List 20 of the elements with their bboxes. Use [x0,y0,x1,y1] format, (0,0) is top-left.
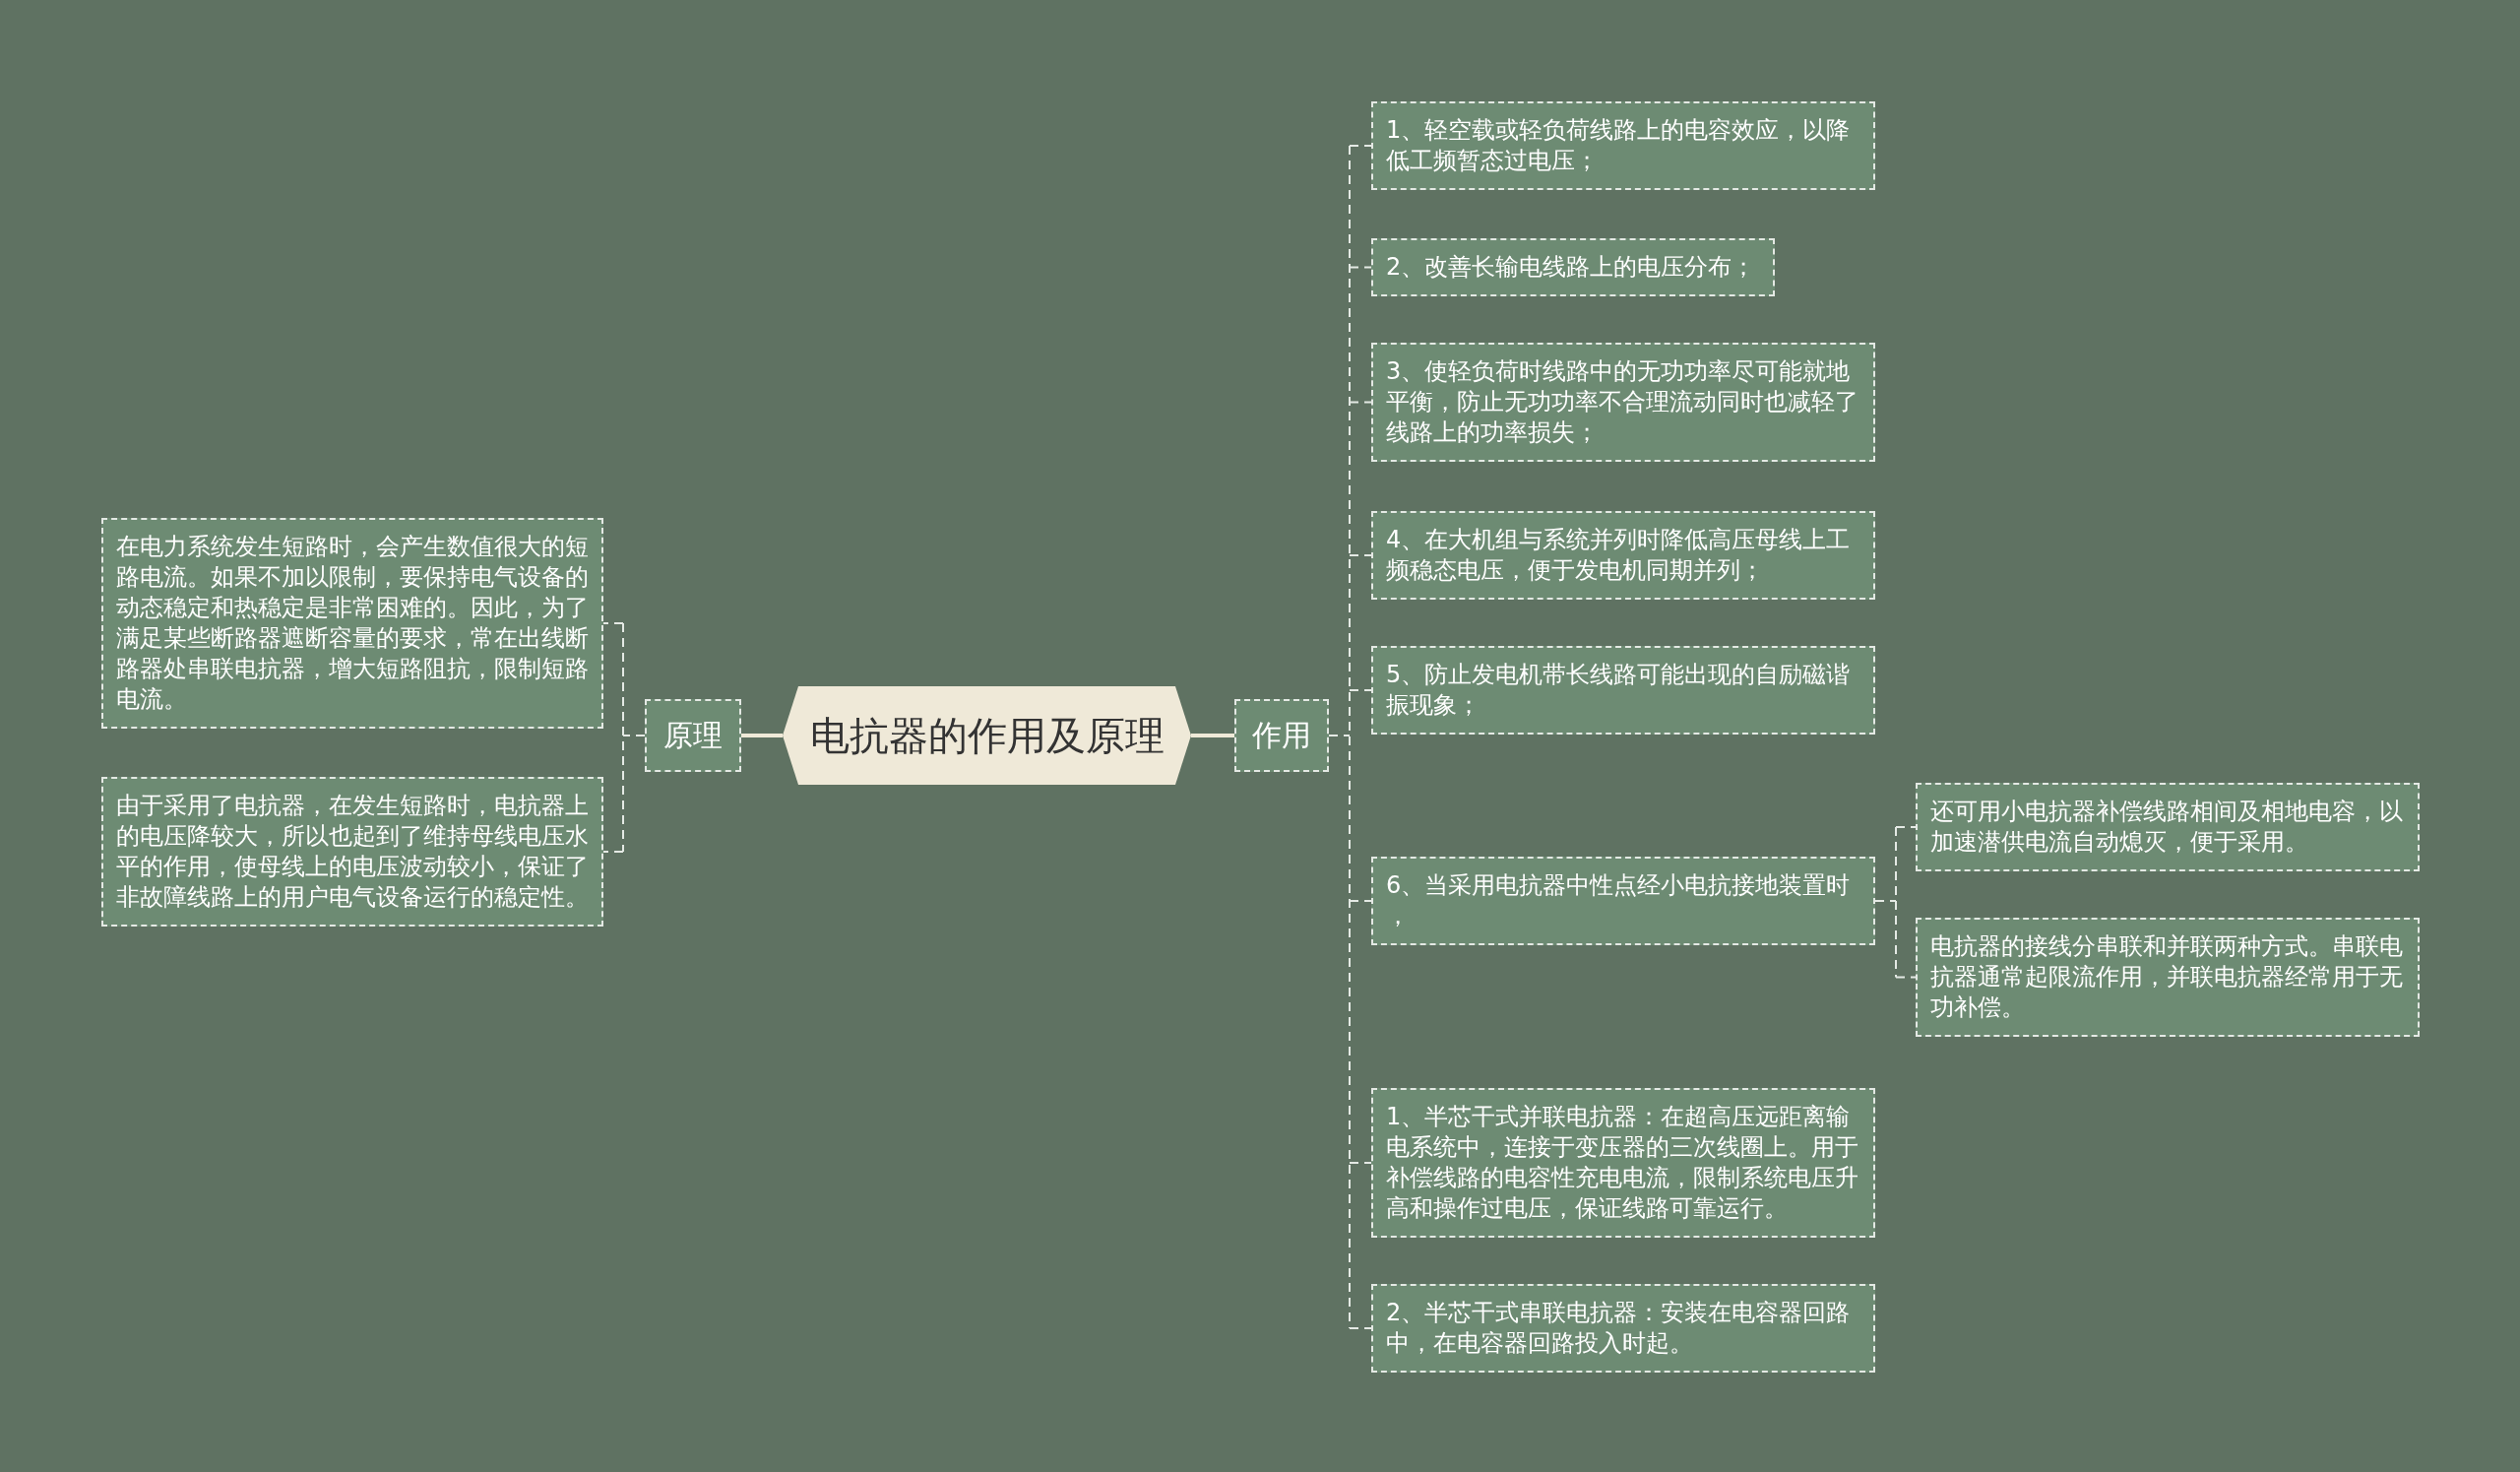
connector-line [1874,826,1917,979]
note-box: 由于采用了电抗器，在发生短路时，电抗器上的电压降较大，所以也起到了维持母线电压水平的作用，使母线上的电压波动较小，保证了非故障线路上的用户电气设备运行的稳定性。 [101,777,603,927]
note-box: 5、防止发电机带长线路可能出现的自励磁谐振现象； [1371,646,1875,735]
branch-box: 作用 [1234,699,1329,772]
note-box: 2、改善长输电线路上的电压分布； [1371,238,1775,296]
connector-line [602,622,646,853]
connector-line [1191,734,1234,737]
branch-box: 原理 [645,699,741,772]
note-box: 6、当采用电抗器中性点经小电抗接地装置时， [1371,857,1875,945]
note-box: 1、轻空载或轻负荷线路上的电容效应，以降低工频暂态过电压； [1371,101,1875,190]
note-box: 1、半芯干式并联电抗器：在超高压远距离输电系统中，连接于变压器的三次线圈上。用于补偿线路的电容性充电电流，限制系统电压升高和操作过电压，保证线路可靠运行。 [1371,1088,1875,1238]
note-box: 还可用小电抗器补偿线路相间及相地电容，以加速潜供电流自动熄灭，便于采用。 [1916,783,2420,871]
connector-line [1328,145,1372,1329]
note-box: 在电力系统发生短路时，会产生数值很大的短路电流。如果不加以限制，要保持电气设备的动态稳定和热稳定是非常困难的。因此，为了满足某些断路器遮断容量的要求，常在出线断路器处串联电抗器，增大短路阻抗，限制短路电流。 [101,518,603,729]
note-box: 2、半芯干式串联电抗器：安装在电容器回路中，在电容器回路投入时起。 [1371,1284,1875,1373]
connector-line [741,734,783,737]
note-box: 4、在大机组与系统并列时降低高压母线上工频稳态电压，便于发电机同期并列； [1371,511,1875,600]
note-box: 电抗器的接线分串联和并联两种方式。串联电抗器通常起限流作用，并联电抗器经常用于无功补偿。 [1916,918,2420,1037]
note-box: 3、使轻负荷时线路中的无功功率尽可能就地平衡，防止无功功率不合理流动同时也减轻了线路上的功率损失； [1371,343,1875,462]
central-topic: 电抗器的作用及原理 [783,686,1191,785]
